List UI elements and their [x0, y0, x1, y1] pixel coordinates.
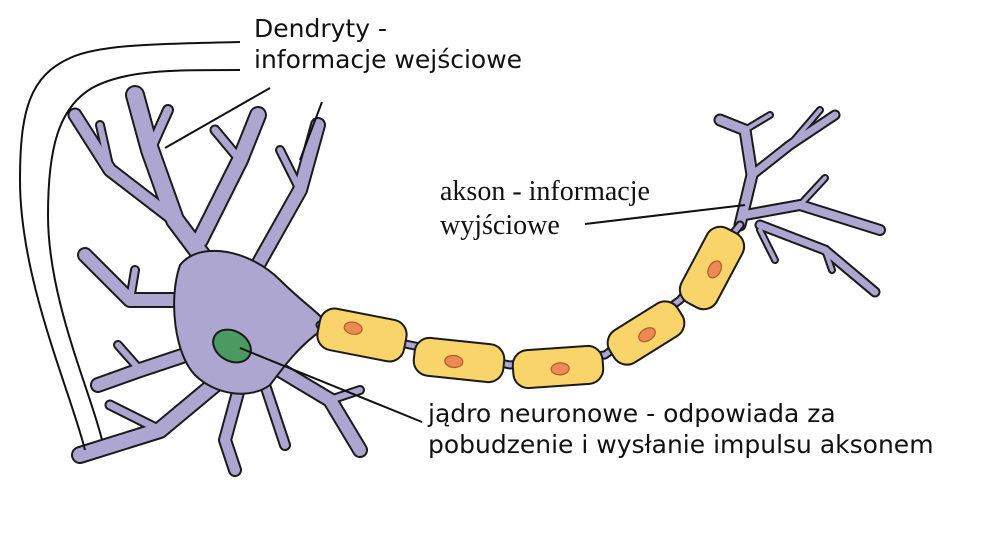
myelin-segment — [316, 307, 408, 363]
myelin-segment — [678, 225, 746, 311]
dendrite-pointer-b — [299, 101, 323, 161]
axon-label-line2: wyjściowe — [440, 210, 560, 242]
nucleus-label-line2: pobudzenie i wysłanie impulsu aksonem — [428, 429, 934, 459]
dendrite-pointer-a — [164, 87, 271, 149]
nucleus-label: jądro neuronowe - odpowiada za pobudzeni… — [428, 399, 934, 460]
myelin-segment — [511, 344, 605, 390]
nucleus-pointer — [239, 347, 423, 423]
nucleus — [212, 328, 252, 364]
dendrites-label-line1: Dendryty - — [254, 14, 387, 43]
myelin-sheath — [316, 225, 746, 390]
myelin-segment — [606, 300, 686, 366]
neuron — [67, 85, 886, 477]
cell-body — [173, 249, 323, 395]
leader-lines — [18, 41, 746, 451]
myelin-segment — [412, 336, 506, 384]
axon-pointer — [584, 204, 746, 225]
dendrite-inner-bracket — [46, 69, 241, 441]
nucleus-label-line1: jądro neuronowe - odpowiada za — [428, 399, 836, 428]
axon-label-line1: akson - informacje — [440, 176, 650, 207]
dendrite-outer-bracket — [18, 41, 241, 451]
axon-label: akson - informacje wyjściowe — [440, 175, 650, 243]
dendrites-label: Dendryty - informacje wejściowe — [254, 14, 522, 75]
dendrites-label-line2: informacje wejściowe — [254, 44, 523, 74]
